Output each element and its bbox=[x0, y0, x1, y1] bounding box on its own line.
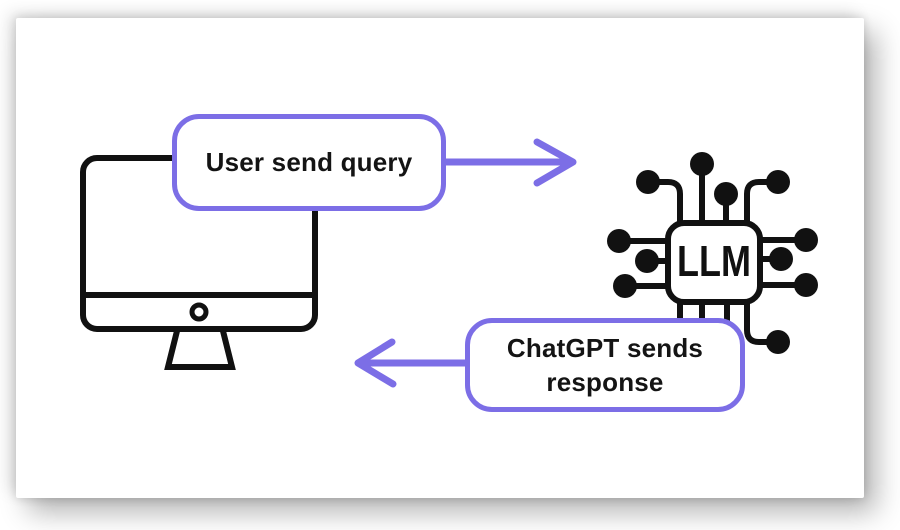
monitor-power-button-icon bbox=[189, 302, 209, 322]
diagram-card: LLM User send query ChatGPT sends respon… bbox=[16, 18, 864, 498]
response-label-line2: response bbox=[546, 367, 664, 397]
chip-pin bbox=[744, 179, 778, 224]
query-label-text: User send query bbox=[205, 147, 413, 177]
chip-pin-dot bbox=[766, 170, 790, 194]
monitor-stand bbox=[164, 330, 236, 370]
response-arrow-left bbox=[354, 338, 469, 388]
chip-body bbox=[665, 220, 763, 305]
chip-pin-dot bbox=[714, 182, 738, 206]
chip-pin-dot bbox=[613, 274, 637, 298]
llm-chip-icon: LLM bbox=[607, 152, 818, 354]
chip-pin-dot bbox=[794, 228, 818, 252]
chip-pin-dot bbox=[635, 249, 659, 273]
chip-pin-dot bbox=[607, 229, 631, 253]
chip-pin bbox=[648, 179, 683, 224]
chip-pin-dot bbox=[690, 152, 714, 176]
arrow-head-right-icon bbox=[533, 138, 577, 187]
chip-pin-dot bbox=[636, 170, 660, 194]
response-label-box: ChatGPT sends response bbox=[465, 318, 745, 412]
chip-pin-dot bbox=[766, 330, 790, 354]
diagram-graphics: LLM bbox=[80, 138, 818, 388]
chip-pin-dot bbox=[769, 247, 793, 271]
chip-pin-dot bbox=[794, 273, 818, 297]
response-label-line1: ChatGPT sends bbox=[506, 333, 704, 363]
query-arrow-right bbox=[442, 138, 577, 187]
query-label-box: User send query bbox=[172, 114, 446, 211]
arrow-head-left-icon bbox=[354, 338, 397, 388]
chip-label: LLM bbox=[677, 237, 751, 286]
chip-pin bbox=[744, 300, 768, 345]
